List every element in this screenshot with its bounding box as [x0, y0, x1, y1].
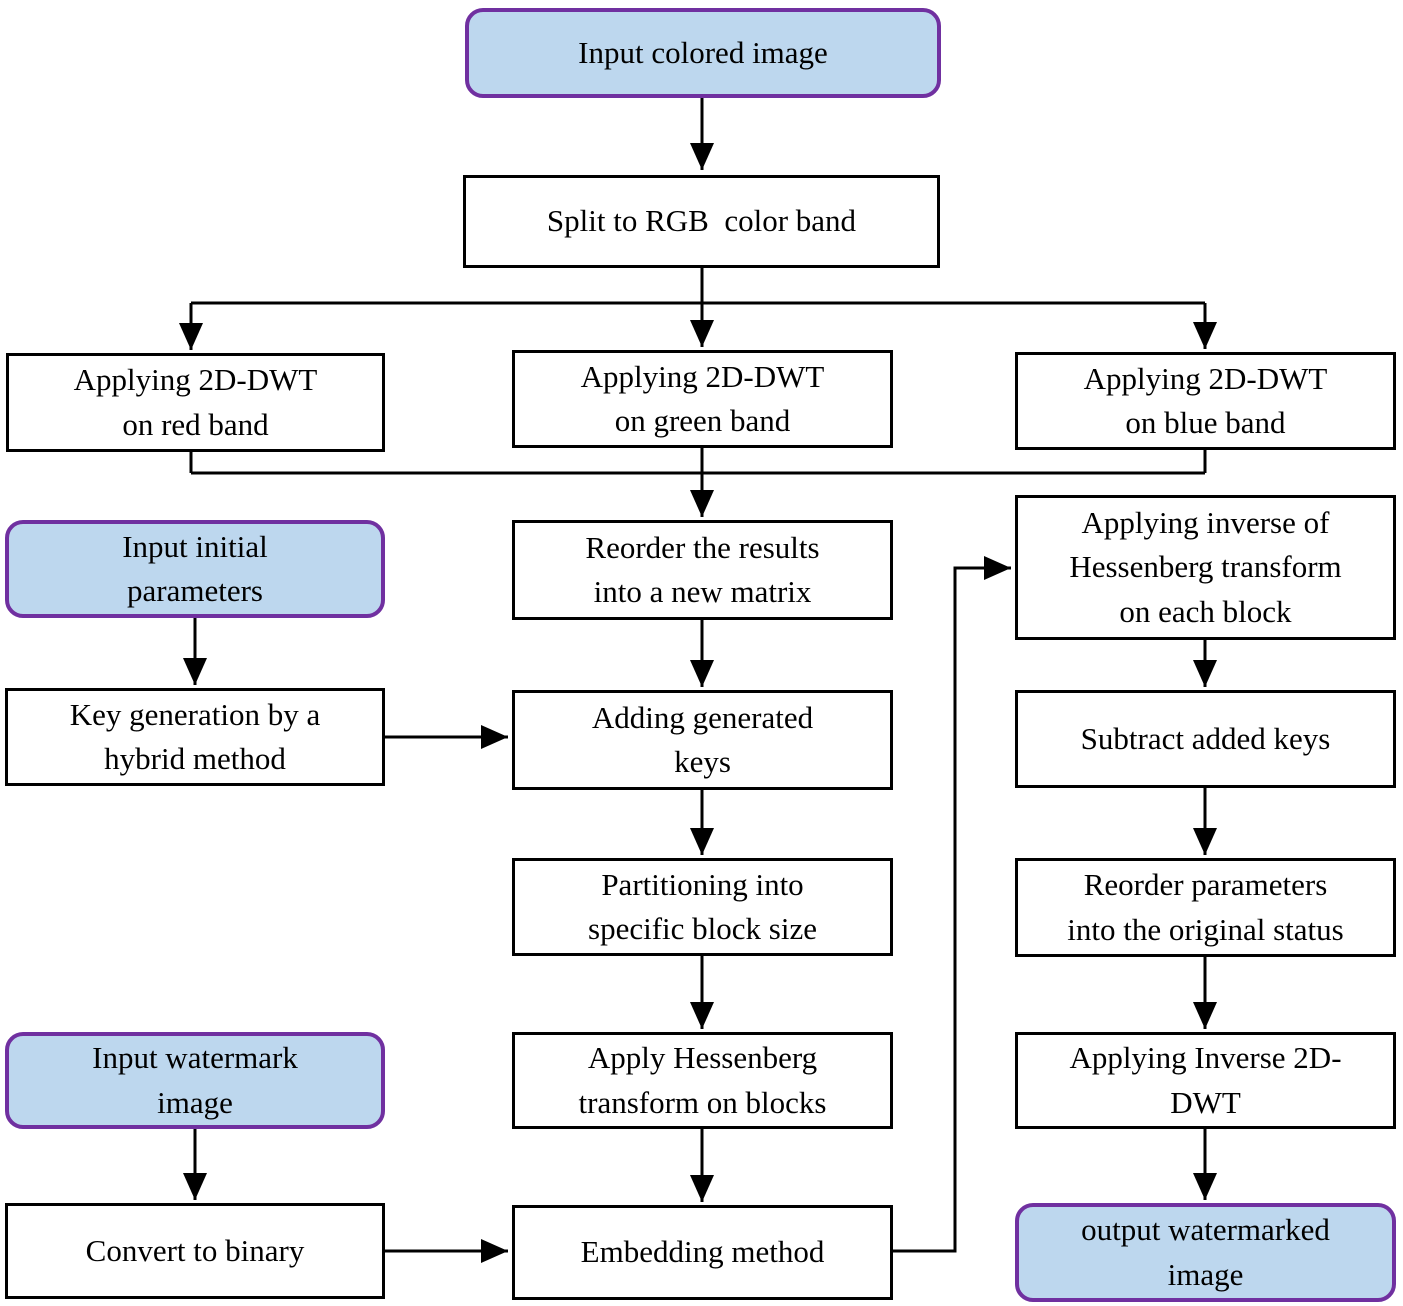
node-apply-hessenberg-transform: Apply Hessenberg transform on blocks: [512, 1032, 893, 1129]
node-subtract-added-keys: Subtract added keys: [1015, 690, 1396, 788]
node-key-generation-hybrid: Key generation by a hybrid method: [5, 688, 385, 786]
node-inverse-hessenberg-transform: Applying inverse of Hessenberg transform…: [1015, 495, 1396, 640]
node-input-colored-image: Input colored image: [465, 8, 941, 98]
edge-merge-rail: [189, 450, 1207, 475]
node-split-rgb-color-band: Split to RGB color band: [463, 175, 940, 268]
edge-embedding-to-inverse: [893, 556, 1011, 1253]
node-input-initial-parameters: Input initial parameters: [5, 520, 385, 618]
node-output-watermarked-image: output watermarked image: [1015, 1203, 1396, 1302]
node-reorder-results-matrix: Reorder the results into a new matrix: [512, 520, 893, 620]
edge-split-branch-rail: [191, 268, 1205, 305]
node-partitioning-block-size: Partitioning into specific block size: [512, 858, 893, 956]
node-dwt-green-band: Applying 2D-DWT on green band: [512, 350, 893, 448]
node-reorder-parameters-original: Reorder parameters into the original sta…: [1015, 858, 1396, 957]
node-dwt-red-band: Applying 2D-DWT on red band: [6, 353, 385, 452]
node-input-watermark-image: Input watermark image: [5, 1032, 385, 1129]
node-embedding-method: Embedding method: [512, 1205, 893, 1300]
node-convert-to-binary: Convert to binary: [5, 1203, 385, 1299]
node-dwt-blue-band: Applying 2D-DWT on blue band: [1015, 352, 1396, 450]
node-applying-inverse-2d-dwt: Applying Inverse 2D- DWT: [1015, 1032, 1396, 1129]
node-adding-generated-keys: Adding generated keys: [512, 690, 893, 790]
